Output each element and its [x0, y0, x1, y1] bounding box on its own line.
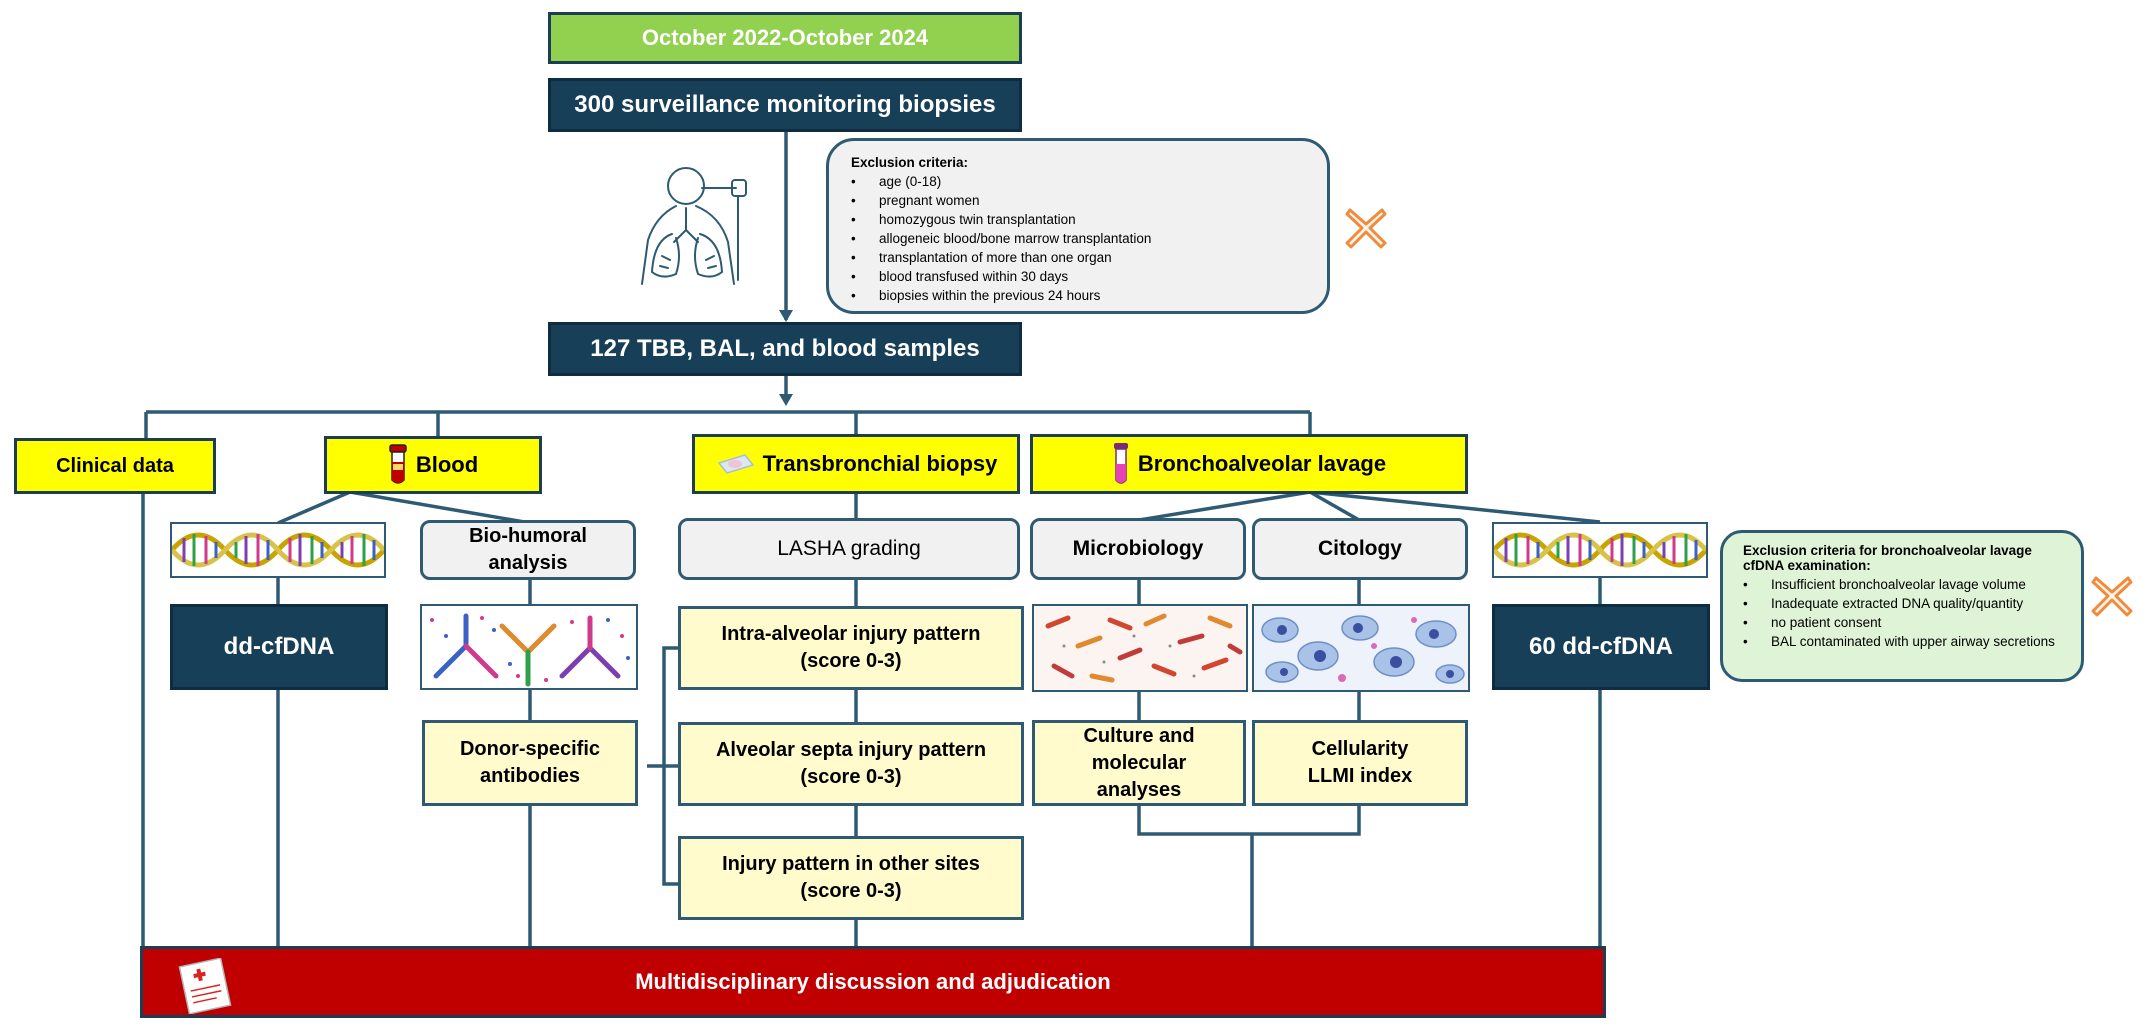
discussion-text: Multidisciplinary discussion and adjudic…: [635, 969, 1111, 994]
discussion-bar: Multidisciplinary discussion and adjudic…: [140, 946, 1606, 1018]
bal-ddcfdna-text: 60 dd-cfDNA: [1528, 633, 1673, 660]
biohumoral-text: Bio-humoral analysis: [469, 525, 587, 574]
exclusion-item: blood transfused within 30 days: [851, 267, 1305, 286]
clinical-data-header: Clinical data: [14, 438, 216, 494]
bal-header: Bronchoalveolar lavage: [1030, 434, 1468, 494]
biopsies-text: 300 surveillance monitoring biopsies: [574, 91, 996, 118]
dna-helix-image-blood: [170, 522, 386, 578]
exclusion-criteria-title: Exclusion criteria:: [851, 155, 969, 170]
exclusion-criteria-box: Exclusion criteria: age (0-18) pregnant …: [826, 138, 1330, 314]
lasha-box: LASHA grading: [678, 518, 1020, 580]
bal-exclusion-item: no patient consent: [1743, 613, 2061, 632]
bal-ddcfdna-box: 60 dd-cfDNA: [1492, 604, 1710, 690]
cytology-image: [1252, 604, 1470, 692]
exclusion-x-icon: [1345, 208, 1387, 249]
citology-box: Citology: [1252, 518, 1468, 580]
alveolar-septa-box: Alveolar septa injury pattern (score 0-3…: [678, 722, 1024, 806]
culture-box: Culture and molecular analyses: [1032, 720, 1246, 806]
exclusion-item: allogeneic blood/bone marrow transplanta…: [851, 229, 1305, 248]
intra-alveolar-box: Intra-alveolar injury pattern (score 0-3…: [678, 606, 1024, 690]
lungs-icon: [641, 167, 747, 285]
cellularity-box: Cellularity LLMI index: [1252, 720, 1468, 806]
microscope-slide-icon: [717, 454, 754, 474]
dna-helix-icon: [1494, 532, 1706, 568]
lasha-text: LASHA grading: [777, 536, 921, 560]
biopsies-box: 300 surveillance monitoring biopsies: [548, 78, 1022, 132]
bal-label: Bronchoalveolar lavage: [1137, 451, 1387, 476]
blood-label: Blood: [415, 452, 479, 477]
dsa-text: Donor-specific antibodies: [459, 738, 601, 787]
dsa-box: Donor-specific antibodies: [422, 720, 638, 806]
exclusion-item: age (0-18): [851, 172, 1305, 191]
cellularity-text: Cellularity LLMI index: [1307, 738, 1413, 787]
alveolar-septa-text: Alveolar septa injury pattern (score 0-3…: [715, 739, 987, 788]
samples-text: 127 TBB, BAL, and blood samples: [590, 335, 980, 362]
tbb-label: Transbronchial biopsy: [762, 451, 998, 476]
intra-alveolar-text: Intra-alveolar injury pattern (score 0-3…: [721, 623, 981, 672]
citology-text: Citology: [1318, 536, 1402, 560]
exclusion-item: pregnant women: [851, 191, 1305, 210]
bal-exclusion-item: BAL contaminated with upper airway secre…: [1743, 632, 2061, 651]
tbb-header: Transbronchial biopsy: [692, 434, 1020, 494]
exclusion-item: homozygous twin transplantation: [851, 210, 1305, 229]
bacteria-icon: [1045, 613, 1243, 683]
antibodies-icon: [430, 613, 630, 687]
period-bar: October 2022-October 2024: [548, 12, 1022, 64]
exclusion-x-icon: [2091, 576, 2133, 617]
medical-report-icon: [178, 958, 232, 1014]
culture-text: Culture and molecular analyses: [1083, 724, 1195, 801]
bal-exclusion-criteria-title: Exclusion criteria for bronchoalveolar l…: [1743, 543, 2032, 573]
microbiology-text: Microbiology: [1072, 536, 1204, 560]
dna-helix-icon: [172, 532, 384, 568]
dna-helix-image-bal: [1492, 522, 1708, 578]
blood-header: Blood: [324, 436, 542, 494]
antibodies-image: [420, 604, 638, 690]
exclusion-criteria-list: age (0-18) pregnant women homozygous twi…: [851, 172, 1305, 305]
exclusion-item: transplantation of more than one organ: [851, 248, 1305, 267]
blood-tube-icon: [389, 444, 407, 484]
lavage-tube-icon: [1113, 443, 1128, 484]
bal-exclusion-item: Inadequate extracted DNA quality/quantit…: [1743, 594, 2061, 613]
period-text: October 2022-October 2024: [641, 25, 929, 50]
bal-exclusion-criteria-box: Exclusion criteria for bronchoalveolar l…: [1720, 530, 2084, 682]
clinical-data-label: Clinical data: [56, 454, 174, 477]
bal-exclusion-item: Insufficient bronchoalveolar lavage volu…: [1743, 575, 2061, 594]
exclusion-item: biopsies within the previous 24 hours: [851, 286, 1305, 305]
blood-ddcfdna-text: dd-cfDNA: [223, 633, 335, 660]
cytology-cells-icon: [1261, 615, 1465, 684]
blood-ddcfdna-box: dd-cfDNA: [170, 604, 388, 690]
bacteria-image: [1032, 604, 1248, 692]
bal-exclusion-criteria-list: Insufficient bronchoalveolar lavage volu…: [1743, 575, 2061, 651]
biohumoral-box: Bio-humoral analysis: [420, 520, 636, 580]
other-sites-text: Injury pattern in other sites (score 0-3…: [722, 853, 980, 902]
microbiology-box: Microbiology: [1030, 518, 1246, 580]
other-sites-box: Injury pattern in other sites (score 0-3…: [678, 836, 1024, 920]
samples-box: 127 TBB, BAL, and blood samples: [548, 322, 1022, 376]
